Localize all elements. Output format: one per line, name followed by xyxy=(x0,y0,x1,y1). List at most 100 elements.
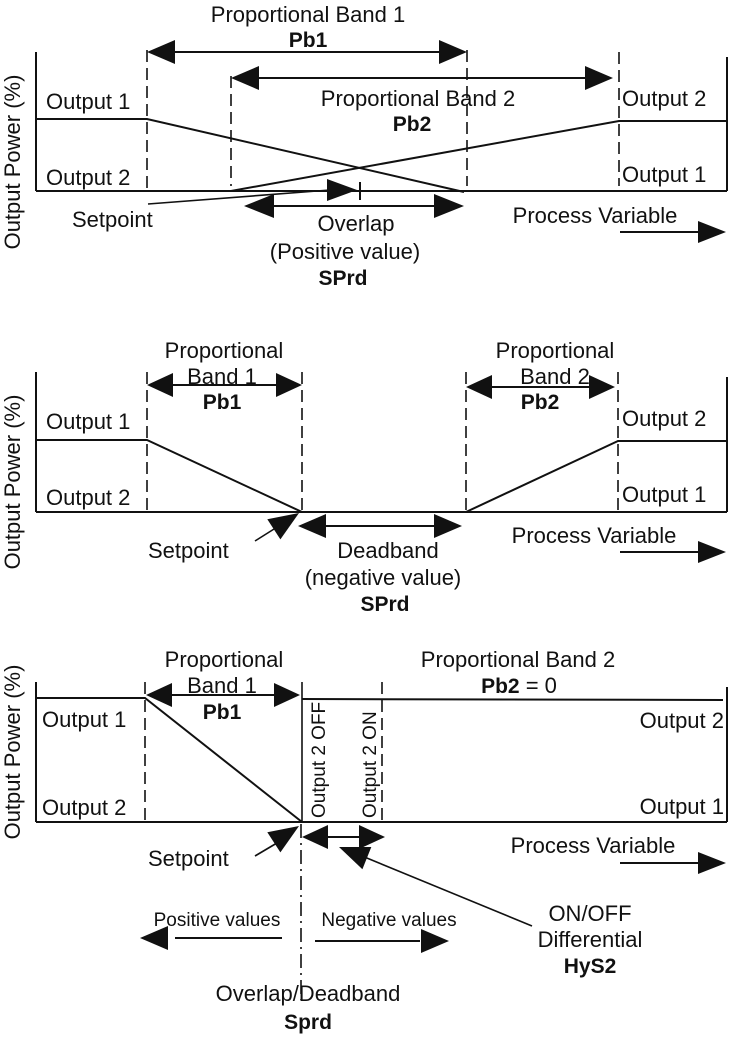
hys-leader-line xyxy=(361,855,533,927)
pb2-dimension-arrow xyxy=(466,375,615,399)
deadband-label: Deadband xyxy=(337,538,439,563)
y-axis-label: Output Power (%) xyxy=(0,395,25,570)
sprd-code: SPrd xyxy=(360,593,409,616)
process-variable-arrow xyxy=(620,541,726,563)
pb1-label: Proportional Band 1 xyxy=(211,2,405,27)
sprd-code: Sprd xyxy=(284,1011,332,1034)
pb2-dimension-arrow xyxy=(231,66,613,90)
pb2-label: Proportional Band 2 xyxy=(321,86,515,111)
output1-curve xyxy=(36,439,303,513)
arrowhead-right-icon xyxy=(698,221,726,243)
pb2-label-line2: Band 2 xyxy=(520,364,590,389)
setpoint-arrowhead-icon xyxy=(267,826,299,853)
pb1-dimension-arrow xyxy=(146,683,300,707)
left-bottom-label: Output 2 xyxy=(46,485,130,510)
overlap-dimension-arrow xyxy=(244,194,464,218)
output2-off-label: Output 2 OFF xyxy=(309,702,330,818)
pb1-label-line1: Proportional xyxy=(165,647,284,672)
output2-on-level xyxy=(301,698,724,701)
panel-overlap-geometry xyxy=(35,40,728,243)
arrowhead-right-icon xyxy=(434,194,464,218)
setpoint-leader-line xyxy=(147,189,331,205)
right-bottom-label: Output 1 xyxy=(622,482,706,507)
negative-values-arrow xyxy=(315,929,449,953)
panel-deadband-geometry xyxy=(35,372,728,563)
pb1-label-line2: Band 1 xyxy=(187,673,257,698)
right-bottom-label: Output 1 xyxy=(640,794,724,819)
deadband-dimension-arrow xyxy=(298,514,462,538)
hys-label-line2: Differential xyxy=(538,927,643,952)
arrowhead-left-icon xyxy=(147,40,175,64)
arrowhead-left-icon xyxy=(147,373,173,397)
right-bottom-label: Output 1 xyxy=(622,162,706,187)
arrowhead-left-icon xyxy=(302,825,328,849)
pb2-equation: Pb2 = 0 xyxy=(481,673,557,698)
y-axis-label: Output Power (%) xyxy=(0,75,25,250)
arrowhead-right-icon xyxy=(589,375,615,399)
arrowhead-right-icon xyxy=(274,683,300,707)
arrowhead-right-icon xyxy=(434,514,462,538)
pb2-code: Pb2 xyxy=(481,675,520,698)
arrowhead-right-icon xyxy=(359,825,385,849)
pb1-label-line1: Proportional xyxy=(165,338,284,363)
x-axis-label: Process Variable xyxy=(513,203,678,228)
right-top-label: Output 2 xyxy=(622,406,706,431)
negative-values-label: Negative values xyxy=(321,910,456,931)
pb2-code: Pb2 xyxy=(393,113,432,136)
left-bottom-label: Output 2 xyxy=(46,165,130,190)
arrowhead-right-icon xyxy=(439,40,467,64)
hys-arrowhead-icon xyxy=(339,847,372,870)
pb2-label: Proportional Band 2 xyxy=(421,647,615,672)
arrowhead-right-icon xyxy=(698,852,726,874)
left-bottom-label: Output 2 xyxy=(42,795,126,820)
pb1-label-line2: Band 1 xyxy=(187,364,257,389)
process-variable-arrow xyxy=(620,852,726,874)
overlap-sub-label: (Positive value) xyxy=(270,239,420,264)
left-top-label: Output 1 xyxy=(46,409,130,434)
pb2-code: Pb2 xyxy=(521,391,560,414)
pb1-dimension-arrow xyxy=(147,40,467,64)
y-axis-label: Output Power (%) xyxy=(0,665,25,840)
arrowhead-left-icon xyxy=(140,926,168,950)
setpoint-arrowhead-icon xyxy=(267,513,299,540)
deadband-sub-label: (negative value) xyxy=(305,565,462,590)
output2-on-label: Output 2 ON xyxy=(360,711,381,818)
sprd-code: SPrd xyxy=(318,267,367,290)
pb1-code: Pb1 xyxy=(289,29,328,52)
pb2-value: = 0 xyxy=(520,673,557,698)
arrowhead-left-icon xyxy=(244,194,274,218)
pb1-dimension-arrow xyxy=(147,373,302,397)
panel-overlap: Proportional Band 1 Pb1 Output Power (%)… xyxy=(0,2,728,290)
overlap-deadband-label: Overlap/Deadband xyxy=(216,981,401,1006)
left-top-label: Output 1 xyxy=(46,89,130,114)
panel-onoff: Proportional Band 1 Pb1 Proportional Ban… xyxy=(0,647,728,1034)
output2-curve xyxy=(465,440,727,513)
arrowhead-left-icon xyxy=(231,66,259,90)
x-axis-label: Process Variable xyxy=(511,833,676,858)
arrowhead-left-icon xyxy=(298,514,326,538)
hys-dimension-arrow xyxy=(302,825,385,849)
pb1-code: Pb1 xyxy=(203,701,242,724)
arrowhead-right-icon xyxy=(585,66,613,90)
positive-values-label: Positive values xyxy=(154,910,281,931)
arrowhead-right-icon xyxy=(421,929,449,953)
x-axis-label: Process Variable xyxy=(512,523,677,548)
setpoint-label: Setpoint xyxy=(148,538,229,563)
arrowhead-right-icon xyxy=(698,541,726,563)
output2-curve xyxy=(36,120,727,192)
setpoint-arrowhead-icon xyxy=(327,179,357,201)
arrowhead-left-icon xyxy=(466,375,492,399)
right-top-label: Output 2 xyxy=(640,708,724,733)
positive-values-arrow xyxy=(140,926,282,950)
arrowhead-left-icon xyxy=(146,683,172,707)
hys-label-line1: ON/OFF xyxy=(548,901,631,926)
overlap-label: Overlap xyxy=(317,211,394,236)
left-top-label: Output 1 xyxy=(42,707,126,732)
process-variable-arrow xyxy=(620,221,726,243)
panel-deadband: Proportional Band 1 Pb1 Proportional Ban… xyxy=(0,338,728,616)
pb1-code: Pb1 xyxy=(203,391,242,414)
right-top-label: Output 2 xyxy=(622,86,706,111)
hys-code: HyS2 xyxy=(564,955,617,978)
output1-curve xyxy=(36,697,303,823)
